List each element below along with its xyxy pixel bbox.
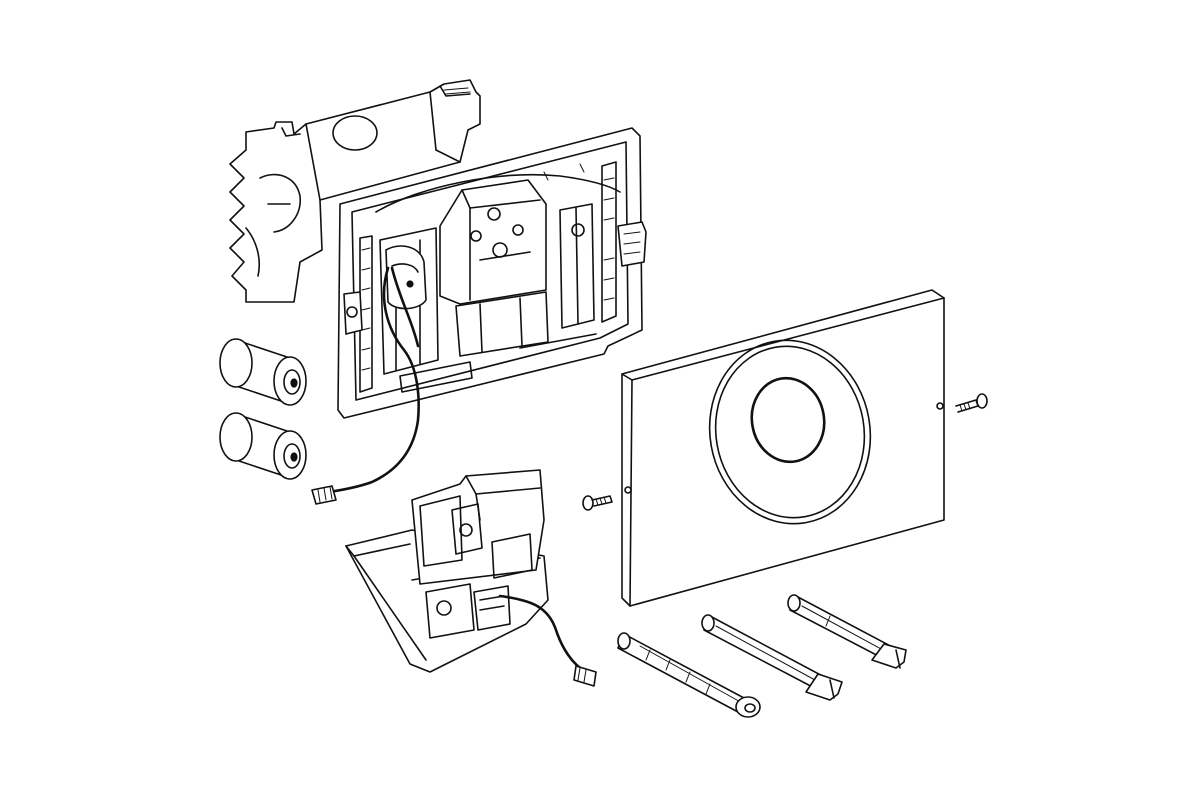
actuator-rod-middle [701,614,843,701]
fixing-screw-right [955,393,988,413]
flush-ring-icon [708,339,872,525]
sensor-cable [498,594,597,687]
spacer-bolt [617,632,761,718]
control-cable [311,266,420,505]
frame-support-bracket [229,79,481,303]
battery-cell-lower [219,412,307,480]
mounting-frame [337,127,647,419]
fixing-screw-left [582,495,613,511]
actuator-rod-right [787,594,907,669]
battery-cell-upper [219,338,307,406]
actuation-plate [621,289,945,607]
sensor-module [345,469,549,673]
